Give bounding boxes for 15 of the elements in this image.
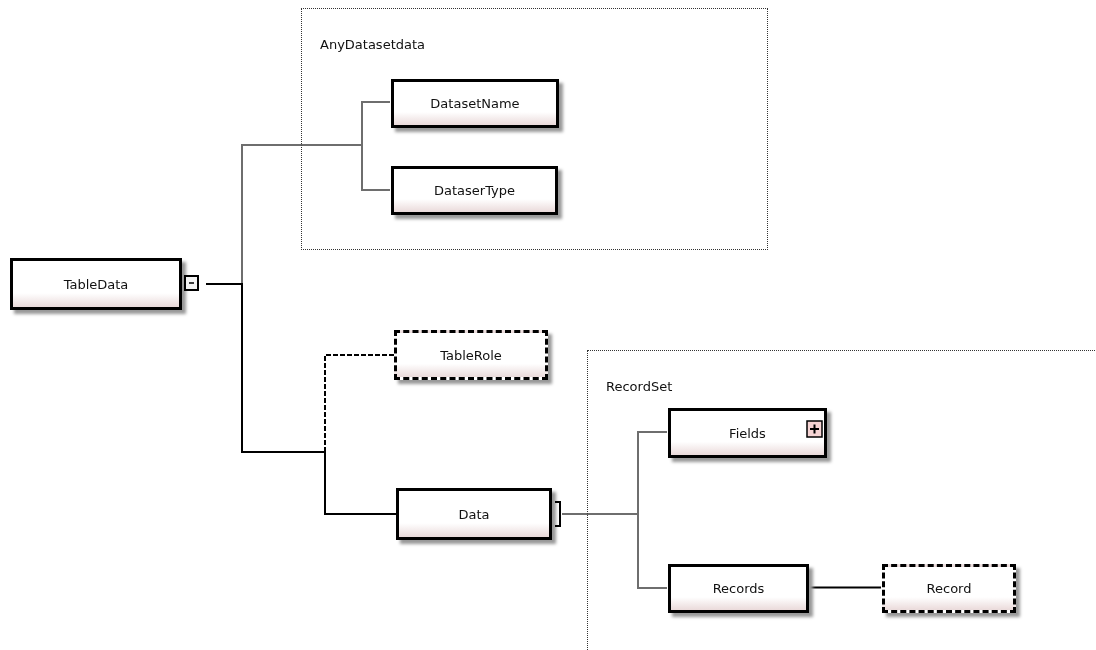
element-box: Fields bbox=[668, 408, 827, 458]
element-box: TableRole bbox=[394, 330, 548, 380]
element-box: Records bbox=[668, 564, 809, 613]
connector-line bbox=[205, 283, 397, 515]
group-label: AnyDatasetdata bbox=[320, 37, 425, 52]
element-box: DatasetName bbox=[391, 79, 559, 128]
element-box: Record bbox=[882, 564, 1016, 613]
connector-line bbox=[807, 586, 882, 589]
group-frame bbox=[587, 350, 1096, 650]
group-frame bbox=[301, 8, 768, 250]
group-label: RecordSet bbox=[606, 379, 673, 394]
connector-line bbox=[561, 513, 668, 589]
element-box: TableData bbox=[10, 258, 182, 310]
element-box: Data bbox=[396, 488, 552, 540]
element-box: DataserType bbox=[391, 166, 558, 215]
